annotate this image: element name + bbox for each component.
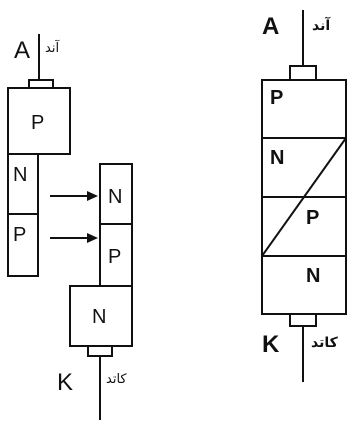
left-upper-n-block [7, 153, 39, 215]
left-anode-name: آند [45, 39, 60, 56]
left-upper-p-label: P [31, 112, 44, 134]
left-cathode-pad [87, 345, 113, 357]
right-anode-name: آند [312, 16, 331, 34]
left-anode-pad [28, 79, 54, 89]
arrow-n-to-n-head [87, 191, 98, 201]
left-upper-bottom-p-block [7, 213, 39, 277]
right-layer-1-label: P [270, 87, 283, 109]
left-lower-n-label: N [108, 186, 122, 208]
right-layer-4-label: N [306, 265, 320, 287]
left-lower-bottom-n-block [69, 285, 133, 347]
right-cathode-letter: K [262, 331, 280, 358]
left-anode-letter: A [14, 37, 30, 64]
left-lower-p-label: P [108, 246, 121, 268]
left-cathode-letter: K [57, 369, 73, 396]
left-upper-bottom-p-label: P [13, 224, 26, 246]
left-lower-bottom-n-label: N [92, 306, 106, 328]
right-cathode-name: کاتد [311, 335, 339, 351]
four-layer-model [261, 10, 347, 382]
right-diagonal-split [261, 137, 347, 257]
right-cathode-pad [289, 313, 317, 327]
left-upper-n-label: N [13, 164, 27, 186]
arrow-p-to-p-head [87, 233, 98, 243]
right-layer-2-label: N [270, 147, 284, 169]
left-cathode-name: کاتد [106, 372, 127, 387]
right-layer-3-label: P [306, 207, 319, 229]
right-anode-letter: A [262, 13, 279, 40]
left-lower-p-block [99, 223, 133, 287]
two-transistor-model [7, 34, 133, 420]
right-anode-pad [289, 65, 317, 81]
